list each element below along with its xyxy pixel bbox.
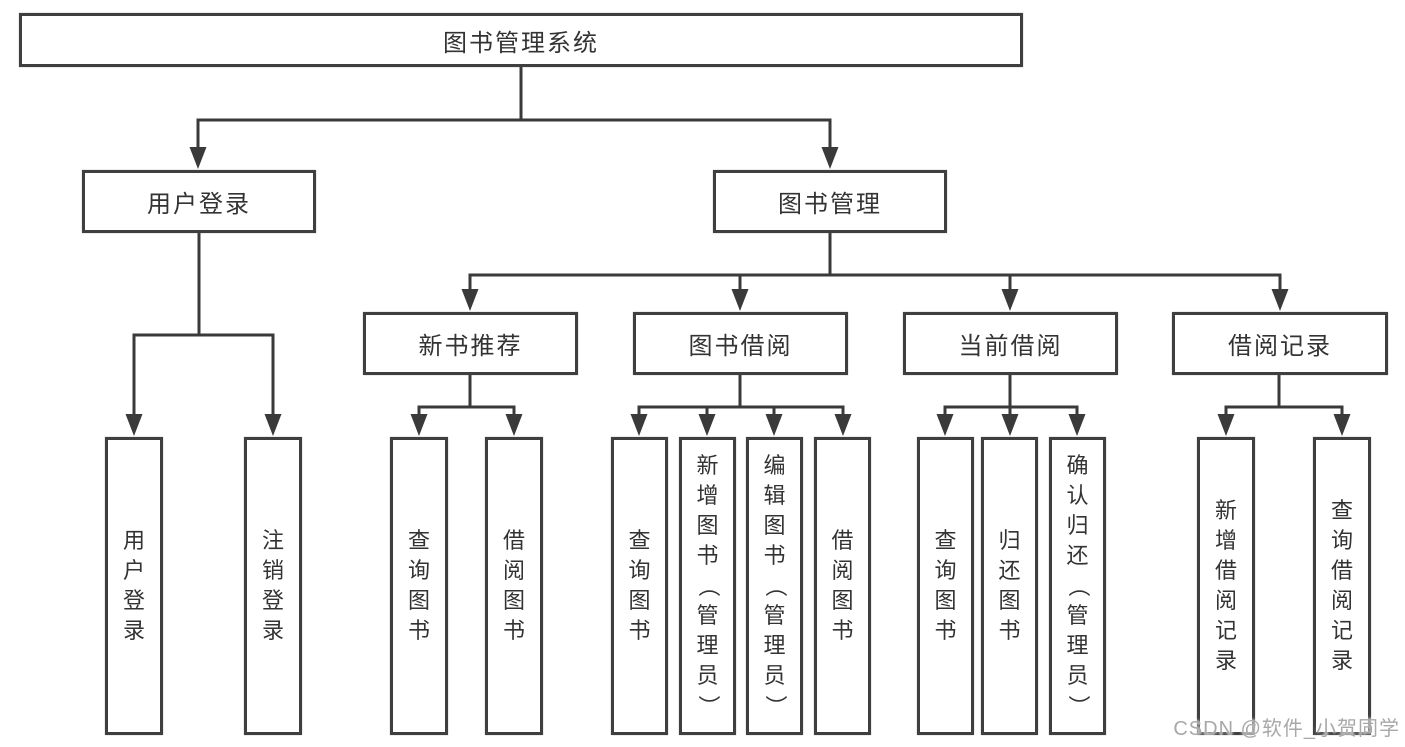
- node-borrowing-records: 借阅记录: [1172, 312, 1388, 375]
- node-book-borrowing-label: 图书借阅: [688, 333, 793, 360]
- leaf-newbooks-query-books: 查询图书: [390, 437, 448, 735]
- node-new-book-recommend: 新书推荐: [363, 312, 578, 375]
- leaf-borrowing-query-books: 查询图书: [611, 437, 668, 735]
- node-book-borrowing: 图书借阅: [633, 312, 848, 375]
- connector-new-book-recommend-to-leaves: [410, 375, 523, 436]
- leaf-borrowing-edit-books-admin-label: 编辑图书（管理员）: [762, 453, 788, 717]
- leaf-user-login: 用户登录: [105, 437, 163, 735]
- leaf-records-add-record-label: 新增借阅记录: [1214, 498, 1237, 673]
- leaf-logout: 注销登录: [244, 437, 302, 735]
- leaf-records-query-record-label: 查询借阅记录: [1330, 498, 1353, 673]
- leaf-logout-label: 注销登录: [261, 528, 284, 643]
- leaf-current-confirm-return-admin-label: 确认归还（管理员）: [1065, 453, 1091, 717]
- connector-book-management-to-level3: [461, 233, 1289, 311]
- leaf-user-login-label: 用户登录: [122, 528, 145, 643]
- node-current-borrowing-label: 当前借阅: [958, 333, 1063, 360]
- leaf-current-query-books: 查询图书: [917, 437, 974, 735]
- leaf-current-confirm-return-admin: 确认归还（管理员）: [1049, 437, 1106, 735]
- leaf-newbooks-borrow-books-label: 借阅图书: [502, 528, 525, 643]
- node-library-system: 图书管理系统: [19, 13, 1023, 67]
- node-new-book-recommend-label: 新书推荐: [418, 333, 523, 360]
- connector-root-to-level2: [189, 65, 839, 169]
- connector-user-login-to-leaves: [125, 233, 282, 436]
- watermark: CSDN @软件_小贺同学: [1173, 718, 1400, 740]
- connector-current-borrowing-to-leaves: [936, 375, 1086, 436]
- connector-book-borrowing-to-leaves: [630, 375, 852, 436]
- leaf-current-return-books: 归还图书: [981, 437, 1038, 735]
- leaf-borrowing-borrow-books-label: 借阅图书: [831, 528, 854, 643]
- leaf-borrowing-add-books-admin-label: 新增图书（管理员）: [695, 453, 721, 717]
- leaf-borrowing-edit-books-admin: 编辑图书（管理员）: [746, 437, 803, 735]
- leaf-current-query-books-label: 查询图书: [934, 528, 957, 643]
- node-book-management-label: 图书管理: [778, 191, 882, 218]
- leaf-borrowing-query-books-label: 查询图书: [628, 528, 651, 643]
- node-user-login-label: 用户登录: [147, 191, 251, 218]
- leaf-current-return-books-label: 归还图书: [998, 528, 1021, 643]
- node-book-management: 图书管理: [713, 170, 947, 233]
- leaf-records-query-record: 查询借阅记录: [1313, 437, 1371, 735]
- leaf-borrowing-borrow-books: 借阅图书: [814, 437, 871, 735]
- leaf-newbooks-borrow-books: 借阅图书: [485, 437, 543, 735]
- node-user-login: 用户登录: [82, 170, 316, 233]
- node-current-borrowing: 当前借阅: [903, 312, 1118, 375]
- node-borrowing-records-label: 借阅记录: [1228, 333, 1332, 360]
- leaf-records-add-record: 新增借阅记录: [1197, 437, 1255, 735]
- leaf-borrowing-add-books-admin: 新增图书（管理员）: [679, 437, 736, 735]
- connector-borrowing-records-to-leaves: [1217, 375, 1351, 436]
- leaf-newbooks-query-books-label: 查询图书: [407, 528, 430, 643]
- node-library-system-label: 图书管理系统: [443, 29, 599, 57]
